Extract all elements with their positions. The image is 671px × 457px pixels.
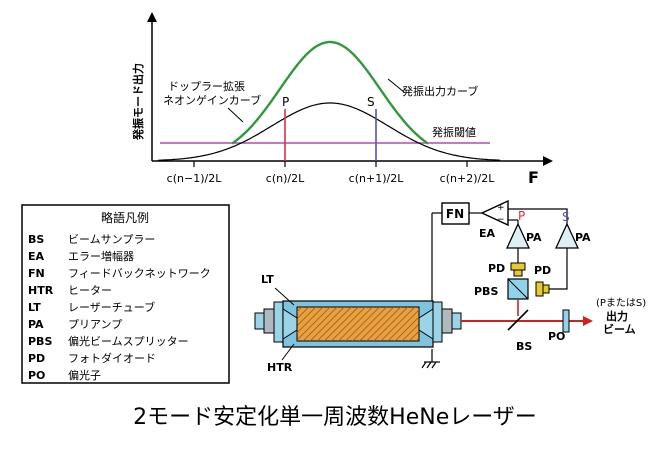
right-endcap [432, 301, 443, 343]
preamp-s-label: PA [575, 231, 591, 244]
right-mount [441, 308, 453, 334]
po-label: PO [548, 330, 565, 343]
tick-label: c(n+1)/2L [349, 172, 405, 185]
s-channel-label: S [562, 210, 570, 224]
y-axis-label: 発振モード出力 [131, 63, 145, 141]
output-label-line1: 出力 [606, 309, 628, 323]
laser-schematic: FN + − EA P S PA PA PD PD PBS [254, 199, 646, 374]
legend-abbr: PA [28, 318, 44, 331]
legend-desc: 偏光子 [68, 368, 101, 382]
legend-abbr: HTR [28, 284, 54, 297]
legend-desc: レーザーチューブ [68, 300, 155, 314]
tick-label: c(n+2)/2L [440, 172, 496, 185]
photodiode-p [510, 262, 526, 271]
left-bore-taper [282, 308, 298, 340]
legend-desc: ヒーター [68, 284, 112, 297]
pd-s-label: PD [534, 264, 551, 277]
legend-abbr: FN [28, 267, 45, 280]
output-beam-arrow [583, 316, 593, 326]
htr-label: HTR [267, 361, 293, 374]
photodiode-s-base [542, 284, 550, 294]
gain-curve-graph: F 発振モード出力 P S ドップラー拡張 ネオンゲインカーブ 発振出力カーブ … [131, 12, 553, 187]
legend-abbr: BS [28, 233, 44, 246]
left-window [254, 312, 265, 330]
legend-items: BS ビームサンプラー EA エラー増幅器 FN フィードバックネットワーク H… [28, 233, 211, 382]
pbs-diagonal [507, 278, 529, 300]
ea-label: EA [479, 227, 496, 240]
legend-desc: 偏光ビームスプリッター [68, 334, 189, 348]
output-label-leader [387, 78, 405, 93]
legend-abbr: LT [28, 301, 41, 314]
lt-label: LT [261, 273, 274, 286]
tick-label: c(n)/2L [266, 172, 305, 185]
legend-desc: エラー増幅器 [68, 250, 134, 263]
htr-leader [281, 343, 295, 361]
pbs-label: PBS [474, 285, 498, 298]
legend-abbr: PD [28, 352, 45, 365]
pd-p-label: PD [488, 262, 505, 275]
ea-minus: − [497, 215, 505, 225]
threshold-label: 発振閾値 [432, 125, 476, 139]
lt-leader [274, 287, 295, 306]
legend-desc: プリアンプ [68, 318, 122, 331]
diagram-title: 2モード安定化単一周波数HeNeレーザー [133, 405, 537, 430]
polarizer [562, 309, 570, 333]
doppler-gain-curve [157, 102, 501, 161]
legend-desc: ビームサンプラー [68, 233, 155, 246]
doppler-label-line2: ネオンゲインカーブ [163, 93, 261, 107]
output-label-line2: ビーム [603, 322, 636, 336]
pa-s-to-ea-wire [508, 208, 568, 224]
left-endcap [273, 301, 284, 343]
legend-abbr: PBS [28, 335, 52, 348]
right-window [451, 312, 462, 330]
p-channel-label: P [518, 209, 525, 223]
doppler-label-leader [227, 107, 244, 123]
error-amp [480, 199, 509, 227]
legend-box: 略語凡例 BS ビームサンプラー EA エラー増幅器 FN フィードバックネット… [21, 204, 230, 384]
left-mount [263, 308, 275, 334]
y-axis-arrow [147, 12, 157, 22]
fn-box [441, 202, 470, 225]
mode-p-label: P [282, 95, 289, 109]
photodiode-s [535, 281, 544, 297]
photodiode-p-base [513, 269, 523, 277]
mode-s-label: S [367, 95, 375, 109]
fn-label: FN [446, 207, 464, 221]
legend-desc: フォトダイオード [68, 351, 156, 365]
legend-frame [21, 204, 230, 384]
x-axis-label: F [528, 168, 539, 187]
ea-plus: + [497, 203, 505, 213]
tube-hatching [297, 307, 419, 341]
output-note: (PまたはS) [596, 297, 646, 309]
pd-s-wire [549, 263, 568, 290]
beam-sampler [507, 309, 529, 331]
ground-symbol [421, 361, 440, 369]
output-curve-label: 発振出力カーブ [402, 84, 478, 98]
legend-abbr: PO [28, 369, 45, 382]
output-power-curve [231, 40, 429, 145]
doppler-label-line1: ドップラー拡張 [168, 79, 245, 93]
legend-title: 略語凡例 [101, 210, 149, 225]
legend-desc: フィードバックネットワーク [68, 267, 211, 280]
x-ticks: c(n−1)/2L c(n)/2L c(n+1)/2L c(n+2)/2L [167, 161, 496, 185]
legend-abbr: EA [28, 250, 45, 263]
x-axis-arrow [543, 156, 553, 166]
tick-label: c(n−1)/2L [167, 172, 223, 185]
preamp-p-label: PA [526, 231, 542, 244]
bs-label: BS [516, 340, 532, 353]
preamp-p [505, 222, 531, 249]
preamp-s [554, 222, 580, 249]
